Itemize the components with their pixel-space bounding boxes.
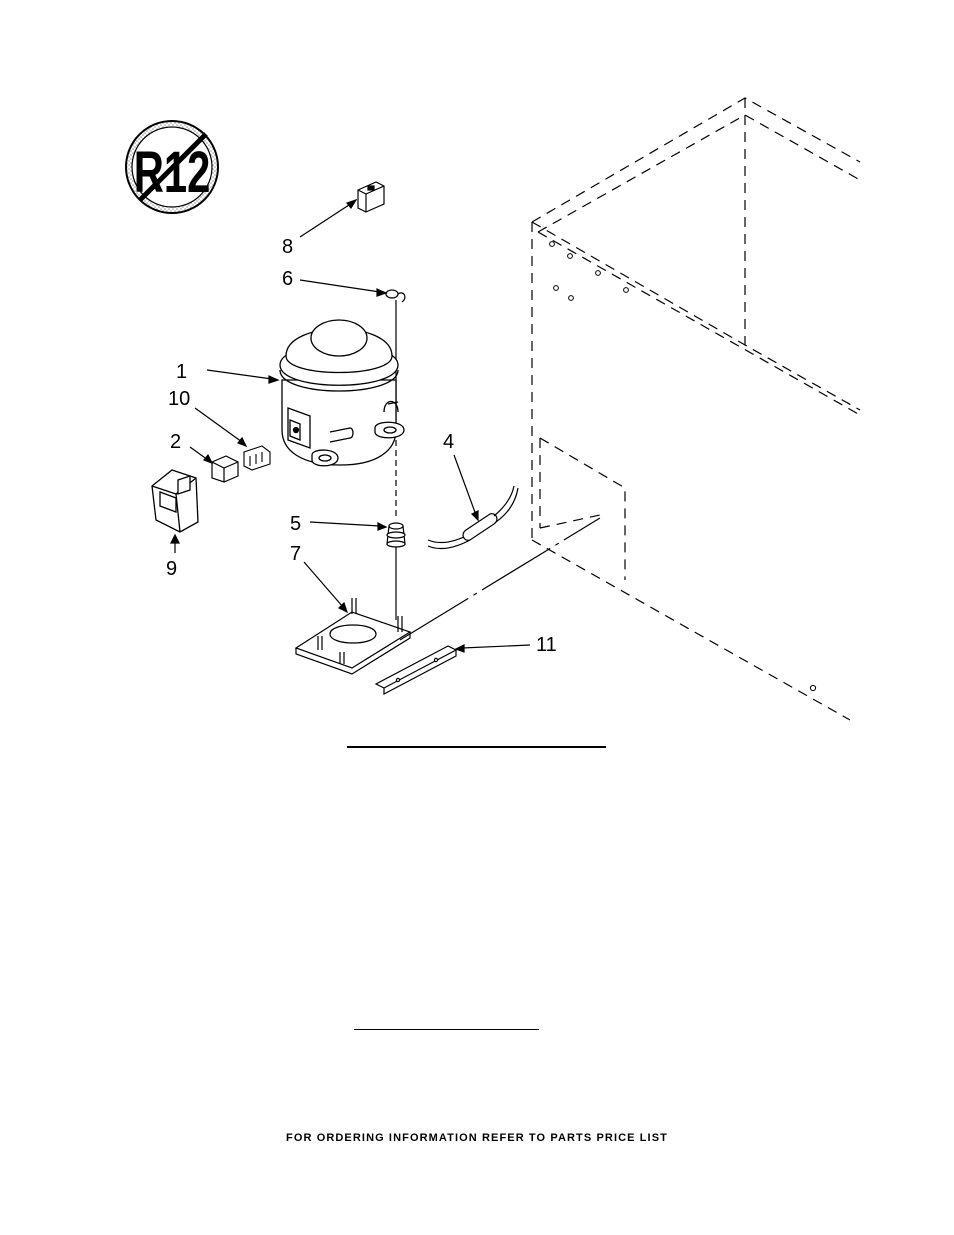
part-11-bracket — [374, 645, 458, 695]
part-10-terminal — [243, 445, 271, 471]
callout-8: 8 — [282, 236, 293, 258]
part-6-clip — [385, 289, 406, 620]
cabinet-holes — [549, 241, 817, 692]
callout-6: 6 — [282, 268, 293, 290]
part-5-grommet — [386, 522, 406, 548]
base-rail — [399, 517, 601, 641]
part-7-base-plate — [294, 598, 412, 675]
part-4-drier — [427, 485, 519, 550]
callout-10: 10 — [168, 388, 190, 410]
title-rule — [347, 746, 606, 748]
ordering-info-footer: FOR ORDERING INFORMATION REFER TO PARTS … — [286, 1132, 668, 1144]
callout-7: 7 — [290, 543, 301, 565]
subtitle-rule — [354, 1029, 539, 1030]
callout-4: 4 — [443, 431, 454, 453]
callout-2: 2 — [170, 431, 181, 453]
part-2-overload — [211, 455, 239, 483]
part-8-relay — [357, 181, 385, 213]
leader-lines — [170, 198, 531, 653]
part-9-relay — [151, 469, 199, 533]
part-1-compressor — [279, 319, 405, 467]
cabinet-outline — [531, 97, 861, 721]
no-r12-symbol: R12 — [125, 120, 219, 214]
callout-9: 9 — [166, 558, 177, 580]
callout-11: 11 — [536, 634, 557, 656]
callout-1: 1 — [176, 361, 187, 383]
callout-5: 5 — [290, 513, 301, 535]
